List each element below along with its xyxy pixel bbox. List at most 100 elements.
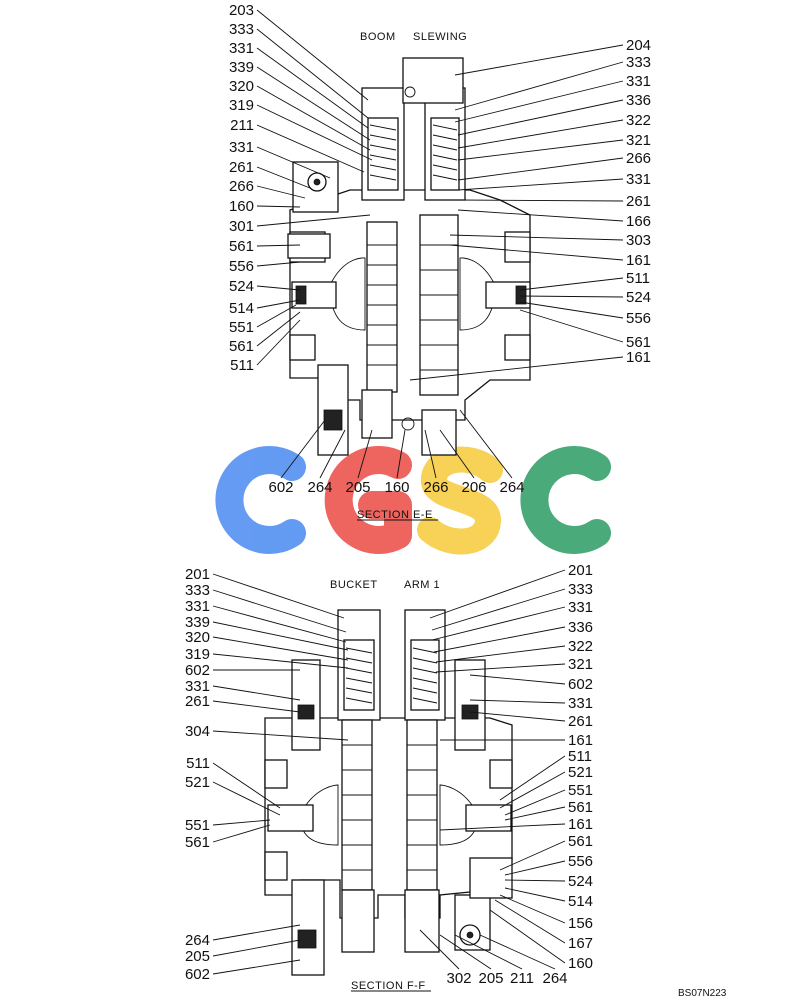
callout-f-left-319: 319 — [185, 646, 210, 663]
leader-line — [519, 301, 624, 319]
callout-f-right-331: 331 — [568, 695, 593, 712]
leader-line — [212, 939, 301, 957]
leader-line — [256, 47, 369, 129]
leader-line — [457, 209, 624, 222]
callout-e-bottom-160: 160 — [384, 479, 409, 496]
callout-f-right-561: 561 — [568, 799, 593, 816]
leader-line — [396, 429, 406, 479]
leader-line — [499, 771, 566, 809]
section-f-f-label: SECTION F-F — [351, 980, 426, 992]
leader-line — [457, 119, 624, 149]
leader-line — [519, 309, 624, 343]
callout-e-right-266: 266 — [626, 150, 651, 167]
leader-line — [256, 185, 306, 199]
leader-line — [454, 44, 624, 76]
leader-line — [256, 85, 371, 151]
leader-line — [457, 157, 624, 181]
leader-line — [212, 653, 349, 669]
leader-line — [256, 311, 301, 347]
callout-f-right-167: 167 — [568, 935, 593, 952]
watermark-letter-c-blue — [215, 446, 306, 554]
leader-line — [212, 824, 271, 843]
leader-line — [469, 711, 566, 722]
callout-f-right-161: 161 — [568, 816, 593, 833]
callout-e-left-203: 203 — [229, 2, 254, 19]
callout-f-bottom-302: 302 — [446, 970, 471, 987]
callout-f-left-561: 561 — [185, 834, 210, 851]
callout-f-left-511: 511 — [186, 755, 210, 772]
section-e-e-label: SECTION E-E — [357, 509, 433, 521]
leader-line — [409, 356, 624, 381]
leader-line — [212, 762, 281, 809]
callout-labels: 2033333313393203192113312612661603015615… — [185, 2, 651, 987]
callout-e-left-211: 211 — [230, 117, 254, 134]
leader-line — [256, 146, 331, 179]
watermark-letter-g-red — [324, 446, 412, 554]
callout-f-right-160: 160 — [568, 955, 593, 972]
callout-f-left-304: 304 — [185, 723, 210, 740]
callout-f-left-331: 331 — [185, 598, 210, 615]
leader-line — [212, 589, 347, 633]
callout-e-right-161: 161 — [626, 252, 651, 269]
callout-e-left-551: 551 — [229, 319, 254, 336]
leader-line — [457, 178, 624, 191]
callout-f-right-333: 333 — [568, 581, 593, 598]
callout-e-left-514: 514 — [229, 300, 254, 317]
callout-f-bottom-211: 211 — [510, 970, 534, 987]
leader-line — [454, 80, 624, 123]
leader-line — [256, 299, 301, 309]
callout-e-left-333: 333 — [229, 21, 254, 38]
leader-line — [504, 860, 566, 876]
leader-line — [439, 934, 492, 970]
callout-e-left-524: 524 — [229, 278, 254, 295]
leader-line — [431, 588, 566, 631]
callout-f-right-556: 556 — [568, 853, 593, 870]
leader-line — [256, 261, 301, 267]
leader-line — [435, 645, 566, 663]
leader-line — [504, 887, 566, 902]
leader-line — [439, 823, 566, 831]
callout-e-right-561: 561 — [626, 334, 651, 351]
callout-e-left-511: 511 — [230, 357, 254, 374]
leader-line — [499, 894, 566, 924]
callout-f-left-261: 261 — [185, 693, 210, 710]
callout-f-right-336: 336 — [568, 619, 593, 636]
callout-f-left-320: 320 — [185, 629, 210, 646]
watermark-logo — [215, 446, 611, 555]
bucket-caption: BUCKET — [330, 579, 378, 591]
callout-f-bottom-264: 264 — [542, 970, 567, 987]
leader-line — [504, 789, 566, 816]
leader-line — [256, 214, 371, 227]
callout-f-left-264: 264 — [185, 932, 210, 949]
drawing-code: BS07N223 — [678, 988, 727, 999]
callout-e-right-321: 321 — [626, 132, 651, 149]
callout-e-bottom-205: 205 — [345, 479, 370, 496]
callout-e-right-336: 336 — [626, 92, 651, 109]
callout-f-left-333: 333 — [185, 582, 210, 599]
leader-line — [280, 419, 326, 479]
callout-e-left-160: 160 — [229, 198, 254, 215]
leader-line — [256, 28, 369, 119]
callout-e-left-331: 331 — [229, 139, 254, 156]
callout-e-left-561: 561 — [229, 338, 254, 355]
leader-line — [424, 429, 437, 479]
callout-e-right-331: 331 — [626, 73, 651, 90]
callout-e-left-556: 556 — [229, 258, 254, 275]
leader-line — [256, 319, 301, 366]
slewing-caption: SLEWING — [413, 31, 467, 43]
callout-f-right-201: 201 — [568, 562, 593, 579]
callout-e-bottom-602: 602 — [268, 479, 293, 496]
leader-line — [212, 924, 301, 941]
callout-e-right-204: 204 — [626, 37, 651, 54]
leader-line — [449, 234, 624, 241]
leader-line — [256, 104, 373, 161]
callout-f-right-511: 511 — [568, 748, 592, 765]
leader-line — [212, 685, 301, 701]
callout-e-left-266: 266 — [229, 178, 254, 195]
callout-f-right-561: 561 — [568, 833, 593, 850]
callout-e-right-556: 556 — [626, 310, 651, 327]
section-e-e-drawing — [287, 57, 531, 456]
leader-line — [256, 166, 311, 189]
callout-e-right-524: 524 — [626, 289, 651, 306]
